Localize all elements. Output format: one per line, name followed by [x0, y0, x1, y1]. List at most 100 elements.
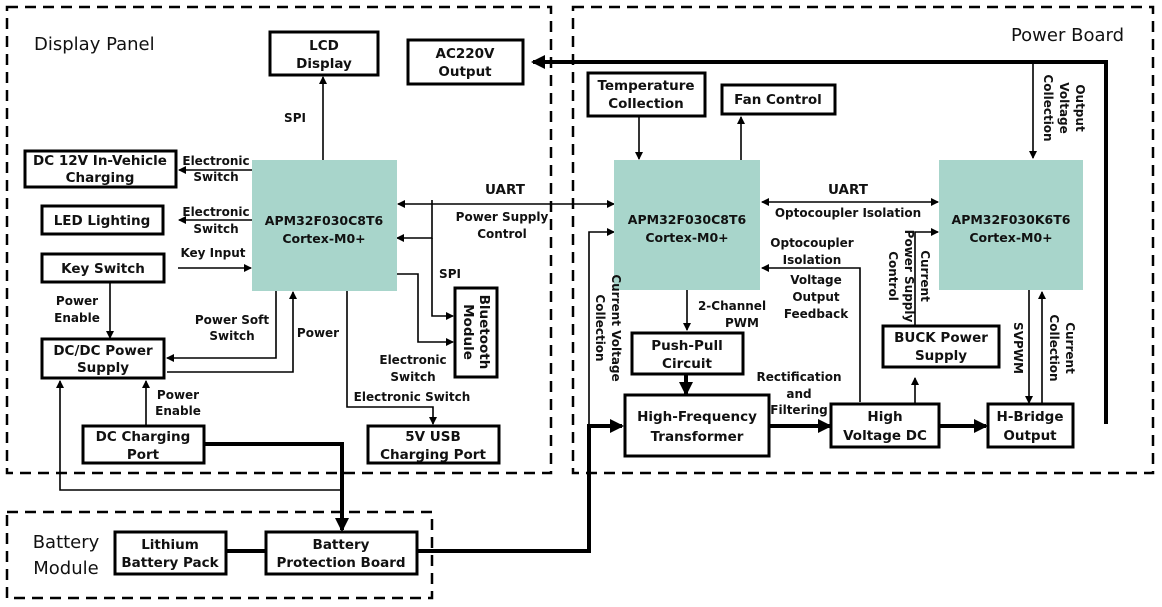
uart-right-label: UART [828, 182, 869, 198]
power-enable-dc-label-2: Enable [155, 404, 201, 418]
dc-charge-to-battery-line [204, 442, 349, 532]
battery-to-dcdc-line [56, 380, 342, 491]
h-bridge-output-block: H-Bridge Output [986, 402, 1075, 449]
svg-text:Charging Port: Charging Port [380, 447, 486, 463]
rect-filter-label-3: Filtering [770, 403, 827, 417]
dc-charging-port-block: DC Charging Port [81, 424, 206, 465]
power-label: Power [297, 326, 339, 340]
svg-text:5V USB: 5V USB [405, 429, 461, 445]
elec-switch-led-label-1: Electronic [182, 205, 249, 219]
power-enable-key-label-2: Enable [54, 311, 100, 325]
spi-bt-label: SPI [439, 267, 461, 281]
rect-filter-label-1: Rectification [756, 370, 841, 384]
svg-text:APM32F030C8T6: APM32F030C8T6 [628, 212, 747, 227]
svpwm-label: SVPWM [1011, 322, 1025, 374]
svg-text:DC 12V In-Vehicle: DC 12V In-Vehicle [33, 153, 167, 169]
battery-module-title-2: Module [33, 558, 98, 579]
svg-text:Port: Port [127, 447, 160, 463]
svg-text:AC220V: AC220V [436, 46, 496, 62]
lithium-battery-pack-block: Lithium Battery Pack [113, 530, 228, 576]
svg-text:Key Switch: Key Switch [61, 261, 145, 277]
spi-lcd-label: SPI [284, 111, 306, 125]
svg-text:Push-Pull: Push-Pull [651, 338, 723, 354]
svg-text:H-Bridge: H-Bridge [997, 409, 1064, 425]
elec-switch-12v-label-2: Switch [193, 170, 238, 184]
output-voltage-collection-label: Output Voltage Collection [1041, 74, 1087, 141]
svg-text:BUCK Power: BUCK Power [894, 330, 988, 346]
spi-bt-line [431, 238, 454, 320]
bluetooth-module-block: Bluetooth Module [453, 286, 499, 379]
voltage-feedback-label-2: Output [792, 290, 840, 304]
two-channel-pwm-label-2: PWM [725, 316, 759, 330]
ac220v-output-block: AC220V Output [406, 38, 525, 86]
battery-module-title-1: Battery [33, 532, 100, 553]
svg-text:Charging: Charging [66, 170, 135, 186]
svg-text:Cortex-M0+: Cortex-M0+ [282, 231, 365, 246]
power-mcu-c8t6-block: APM32F030C8T6 Cortex-M0+ [614, 160, 760, 290]
svg-text:Current: Current [1063, 322, 1077, 374]
buck-power-supply-block: BUCK Power Supply [881, 324, 1001, 369]
svg-text:SVPWM: SVPWM [1011, 322, 1025, 374]
svg-text:Collection: Collection [608, 96, 684, 112]
svg-text:Current Voltage: Current Voltage [609, 274, 623, 381]
hf-transformer-block: High-Frequency Transformer [623, 393, 771, 458]
svg-text:Bluetooth: Bluetooth [476, 295, 492, 370]
dc12v-charging-block: DC 12V In-Vehicle Charging [23, 149, 178, 189]
uart-left-label: UART [485, 182, 526, 198]
svg-text:Circuit: Circuit [662, 356, 712, 372]
elec-switch-usb-label: Electronic Switch [354, 390, 471, 404]
svg-text:High-Frequency: High-Frequency [637, 409, 757, 425]
push-pull-circuit-block: Push-Pull Circuit [630, 331, 745, 376]
led-lighting-block: LED Lighting [40, 204, 165, 236]
usb-charging-port-block: 5V USB Charging Port [366, 424, 501, 465]
display-mcu-block: APM32F030C8T6 Cortex-M0+ [252, 160, 397, 291]
high-voltage-dc-block: High Voltage DC [829, 402, 941, 449]
power-soft-switch-line [166, 290, 277, 362]
dcdc-power-supply-block: DC/DC Power Supply [40, 337, 166, 380]
svg-text:Output: Output [1073, 84, 1087, 132]
battery-to-transformer-line [418, 419, 624, 553]
voltage-feedback-label-1: Voltage [790, 273, 842, 287]
voltage-feedback-line [761, 264, 861, 402]
svg-text:Transformer: Transformer [651, 429, 744, 445]
fan-control-block: Fan Control [720, 83, 837, 116]
svg-text:Power Supply: Power Supply [902, 230, 916, 323]
power-soft-switch-label-1: Power Soft [195, 313, 269, 327]
power-supply-control-label-1: Power Supply [456, 210, 549, 224]
svg-text:APM32F030K6T6: APM32F030K6T6 [952, 212, 1071, 227]
svg-text:LCD: LCD [309, 38, 339, 54]
two-channel-pwm-label-1: 2-Channel [698, 299, 766, 313]
power-board-region [571, 5, 1155, 475]
svg-text:Supply: Supply [915, 348, 967, 364]
svg-text:Collection: Collection [1041, 74, 1055, 141]
rect-filter-label-2: and [786, 387, 811, 401]
display-panel-region [5, 5, 553, 475]
svg-text:Display: Display [296, 56, 352, 72]
svg-text:Collection: Collection [593, 294, 607, 361]
svg-text:Voltage DC: Voltage DC [843, 428, 927, 444]
power-soft-switch-label-2: Switch [209, 329, 254, 343]
key-switch-block: Key Switch [40, 252, 166, 284]
battery-protection-board-block: Battery Protection Board [264, 530, 419, 576]
temperature-collection-block: Temperature Collection [586, 71, 707, 118]
spi-bt-link-top [396, 200, 433, 242]
elec-switch-bt-label-1: Electronic [379, 353, 446, 367]
ac-output-line [531, 55, 1108, 424]
svg-text:Fan Control: Fan Control [734, 92, 822, 108]
svg-text:Cortex-M0+: Cortex-M0+ [645, 230, 728, 245]
svg-text:Output: Output [1003, 428, 1057, 444]
opto-isolation2-label-2: Isolation [783, 253, 842, 267]
lcd-display-block: LCD Display [268, 30, 380, 77]
switch-bt-line [396, 273, 454, 346]
svg-text:Battery: Battery [313, 537, 370, 553]
current-ps-control-label: Current Power Supply Control [886, 230, 932, 323]
svg-text:Cortex-M0+: Cortex-M0+ [969, 230, 1052, 245]
svg-text:Collection: Collection [1047, 314, 1061, 381]
svg-text:Protection Board: Protection Board [276, 555, 405, 571]
display-panel-title: Display Panel [34, 34, 155, 55]
opto-isolation-label: Optocoupler Isolation [775, 206, 921, 220]
current-voltage-collection-line [588, 228, 615, 426]
svg-text:APM32F030C8T6: APM32F030C8T6 [265, 213, 384, 228]
key-input-label: Key Input [180, 246, 245, 260]
